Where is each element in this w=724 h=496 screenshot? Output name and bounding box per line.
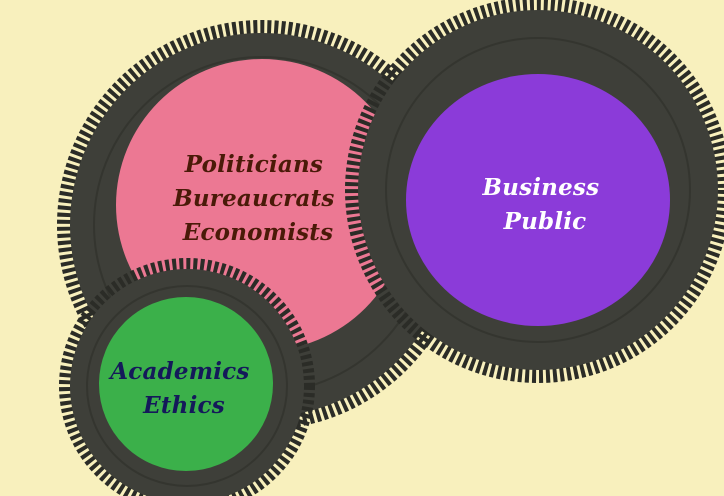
label-business-line-2: Public [503, 208, 587, 235]
label-politicians-line-1: Politicians [184, 151, 323, 178]
tire-academics [59, 258, 315, 496]
tire-academics-tread [59, 258, 315, 496]
tire-academics-groove [86, 285, 288, 487]
label-academics-line-1: Academics [108, 358, 249, 385]
label-business: Business Public [482, 174, 608, 235]
label-politicians-line-3: Economists [182, 219, 334, 246]
label-politicians: Politicians Bureaucrats Economists [172, 151, 343, 246]
tire-business-tread [345, 0, 724, 383]
circle-business-fill [406, 74, 670, 326]
label-academics: Academics Ethics [108, 358, 258, 419]
tire-business [345, 0, 724, 383]
label-business-line-1: Business [482, 174, 600, 201]
label-politicians-line-2: Bureaucrats [172, 185, 334, 212]
tire-business-groove [385, 37, 691, 343]
circle-academics-fill [99, 297, 273, 471]
label-academics-line-2: Ethics [142, 392, 225, 419]
